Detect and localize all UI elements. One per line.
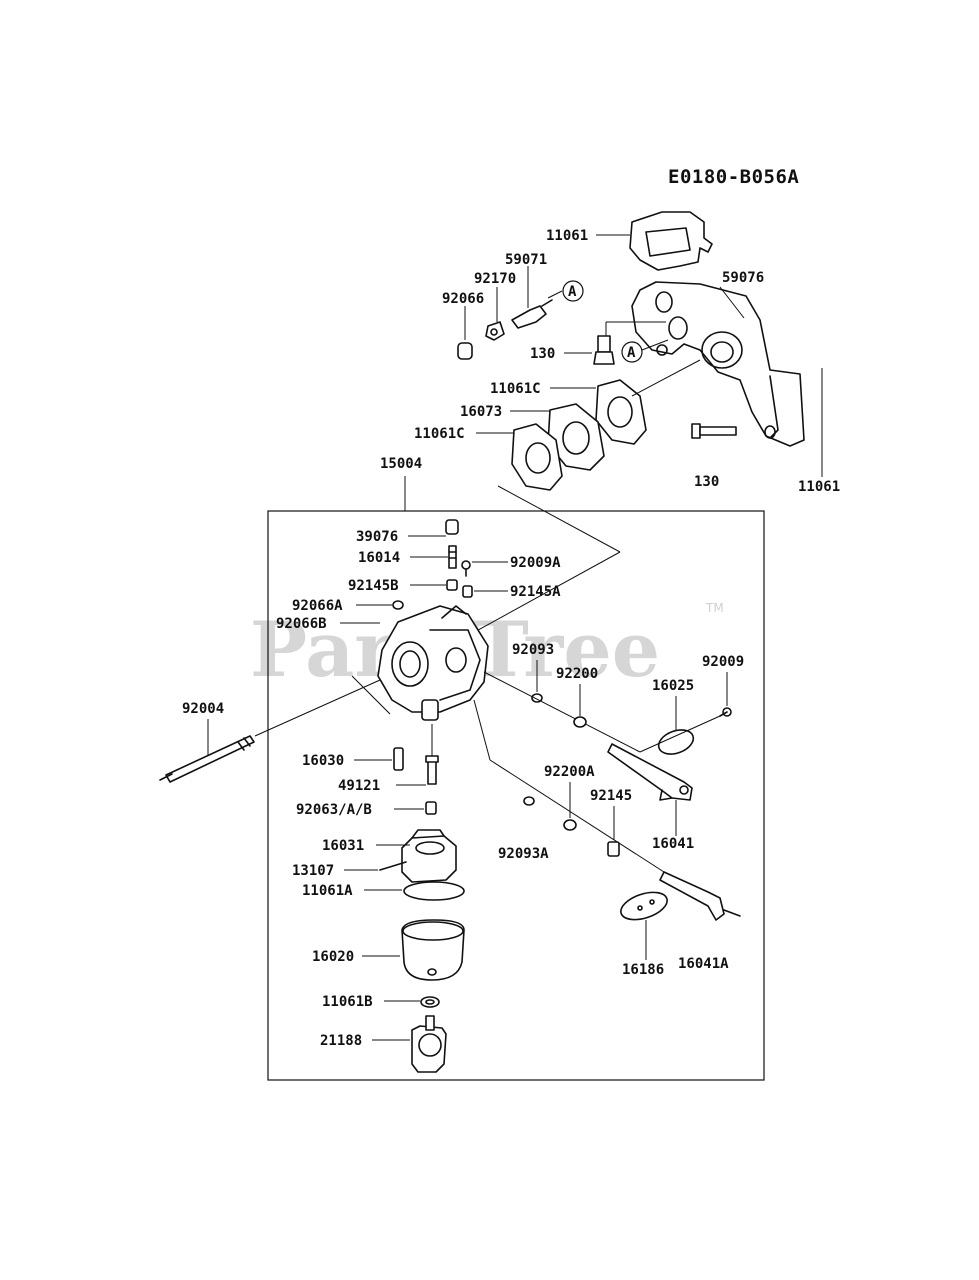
part-16041a-choke-shaft[interactable] [659,871,741,921]
part-16020-float-bowl[interactable] [401,919,465,981]
label-92009a: 92009A [510,555,561,571]
part-59071-sensor[interactable] [511,299,553,329]
label-92093: 92093 [512,642,554,658]
callout-a-2: A [621,341,643,363]
label-16014: 16014 [358,550,400,566]
part-130-bolt-horizontal[interactable] [691,423,737,439]
part-39076-cap[interactable] [445,519,459,535]
part-92063-jet[interactable] [425,801,437,815]
part-21188-solenoid[interactable] [411,1015,447,1073]
label-92063: 92063/A/B [296,802,372,818]
label-92009: 92009 [702,654,744,670]
part-11061c-gasket-b[interactable] [511,423,563,491]
part-92066a-plug[interactable] [392,600,404,610]
label-92145a: 92145A [510,584,561,600]
svg-text:A: A [627,345,636,361]
part-16025-throttle-plate[interactable] [655,726,696,759]
label-92200: 92200 [556,666,598,682]
part-92145a-spring[interactable] [462,585,473,598]
label-16041: 16041 [652,836,694,852]
part-92200-washer[interactable] [573,716,587,728]
part-49121-jet[interactable] [425,755,439,785]
part-11061a-oring[interactable] [403,881,465,901]
label-92004: 92004 [182,701,224,717]
label-16186: 16186 [622,962,664,978]
label-15004: 15004 [380,456,422,472]
label-16030: 16030 [302,753,344,769]
label-13107: 13107 [292,863,334,879]
label-11061c-a: 11061C [490,381,541,397]
label-92170: 92170 [474,271,516,287]
label-16073: 16073 [460,404,502,420]
part-92093a-seal[interactable] [523,796,535,806]
part-92009-screw[interactable] [719,707,732,717]
label-21188: 21188 [320,1033,362,1049]
diagram-code: E0180-B056A [668,166,799,188]
part-92170-clamp[interactable] [485,321,505,341]
part-11061-top-gasket[interactable] [629,211,713,271]
label-11061-right: 11061 [798,479,840,495]
label-39076: 39076 [356,529,398,545]
label-92145b: 92145B [348,578,399,594]
part-15004-carburetor[interactable] [377,605,489,721]
label-16025: 16025 [652,678,694,694]
label-130-b: 130 [694,474,719,490]
part-92066-cap[interactable] [457,342,473,360]
part-13107-pin[interactable] [379,861,407,871]
part-16030-pipe[interactable] [393,747,404,771]
label-11061c-b: 11061C [414,426,465,442]
part-16041-throttle-shaft[interactable] [607,743,693,801]
watermark-trademark: TM [705,601,724,615]
label-11061a: 11061A [302,883,353,899]
part-92200a-washer[interactable] [563,819,577,831]
part-16031-float[interactable] [401,829,457,883]
part-92145b-spring[interactable] [446,579,458,591]
callout-a-1: A [562,280,584,302]
part-11061b-gasket[interactable] [420,996,440,1008]
label-92066: 92066 [442,291,484,307]
part-92145-spring[interactable] [607,841,620,857]
label-49121: 49121 [338,778,380,794]
part-11061c-gasket-a[interactable] [595,379,647,445]
label-16031: 16031 [322,838,364,854]
part-16186-choke-plate[interactable] [617,887,670,925]
svg-text:A: A [568,284,577,300]
part-59076-intake-manifold[interactable] [631,281,805,447]
label-16041a: 16041A [678,956,729,972]
label-59071: 59071 [505,252,547,268]
label-11061b: 11061B [322,994,373,1010]
label-59076: 59076 [722,270,764,286]
label-92093a: 92093A [498,846,549,862]
part-130-bolt[interactable] [593,335,615,365]
label-16020: 16020 [312,949,354,965]
part-16014-screw[interactable] [448,545,457,569]
label-92200a: 92200A [544,764,595,780]
label-92066a: 92066A [292,598,343,614]
assembly-box-15004 [267,510,765,1081]
label-11061-top: 11061 [546,228,588,244]
part-92009a-screw[interactable] [461,560,471,577]
part-92004-shaft[interactable] [159,735,255,783]
label-130-a: 130 [530,346,555,362]
label-92066b: 92066B [276,616,327,632]
label-92145: 92145 [590,788,632,804]
